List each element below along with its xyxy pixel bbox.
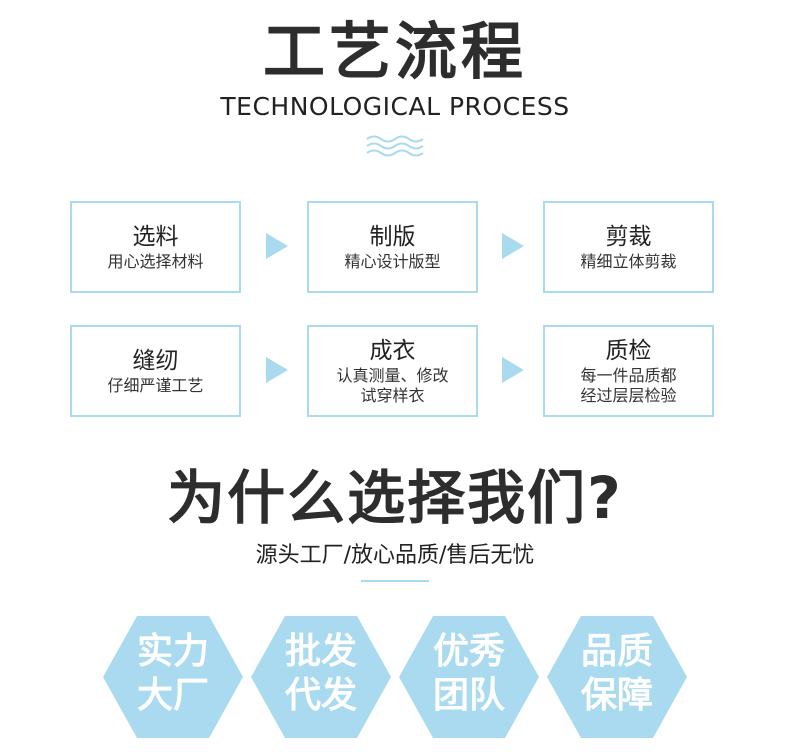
- arrow-right-icon: [266, 233, 288, 259]
- feature-line-2: 大厂: [136, 675, 209, 716]
- step-desc-line-2: 试穿样衣: [360, 386, 425, 405]
- hexagon-icon: [103, 616, 243, 738]
- process-step-garment: 成衣 认真测量、修改 试穿样衣: [307, 325, 478, 417]
- hexagon-icon: [251, 616, 391, 738]
- arrow-right-icon: [502, 357, 524, 383]
- process-step-select-material: 选料 用心选择材料: [70, 201, 241, 293]
- page-subtitle: TECHNOLOGICAL PROCESS: [220, 92, 570, 121]
- step-title: 缝纫: [132, 348, 179, 374]
- arrow-right-icon: [502, 233, 524, 259]
- arrow-right-icon: [266, 357, 288, 383]
- step-title: 成衣: [369, 338, 416, 364]
- feature-quality-guarantee: 品质保障: [545, 614, 689, 740]
- step-desc: 用心选择材料: [107, 252, 204, 271]
- divider: [361, 580, 429, 582]
- step-title: 制版: [369, 224, 416, 250]
- feature-line-1: 批发: [284, 631, 357, 672]
- step-desc: 精细立体剪裁: [580, 252, 677, 271]
- step-desc-line-1: 每一件品质都: [580, 366, 677, 385]
- why-heading: 为什么选择我们?: [167, 464, 623, 532]
- step-title: 质检: [605, 338, 652, 364]
- wave-icon: [366, 135, 424, 157]
- step-title: 选料: [132, 224, 179, 250]
- process-row-1: 选料 用心选择材料 制版 精心设计版型 剪裁 精细立体剪裁: [70, 201, 716, 295]
- why-subtitle: 源头工厂/放心品质/售后无忧: [255, 543, 535, 568]
- process-step-sewing: 缝纫 仔细严谨工艺: [70, 325, 241, 417]
- feature-line-2: 团队: [432, 675, 505, 716]
- process-row-2: 缝纫 仔细严谨工艺 成衣 认真测量、修改 试穿样衣 质检 每一件品质都 经过层层…: [70, 325, 716, 419]
- feature-strength-factory: 实力大厂: [101, 614, 245, 740]
- feature-wholesale-dropship: 批发代发: [249, 614, 393, 740]
- step-desc: 精心设计版型: [344, 252, 441, 271]
- feature-line-2: 保障: [580, 675, 653, 716]
- feature-line-1: 优秀: [432, 631, 505, 672]
- process-step-pattern: 制版 精心设计版型: [307, 201, 478, 293]
- process-step-cutting: 剪裁 精细立体剪裁: [543, 201, 714, 293]
- step-desc-line-2: 经过层层检验: [580, 386, 677, 405]
- feature-line-1: 实力: [136, 631, 209, 672]
- hexagon-icon: [399, 616, 539, 738]
- feature-line-2: 代发: [284, 675, 357, 716]
- feature-line-1: 品质: [580, 631, 653, 672]
- page-title: 工艺流程: [262, 15, 527, 88]
- step-desc: 仔细严谨工艺: [107, 376, 204, 395]
- process-step-quality-check: 质检 每一件品质都 经过层层检验: [543, 325, 714, 417]
- step-title: 剪裁: [605, 224, 652, 250]
- step-desc-line-1: 认真测量、修改: [336, 366, 449, 385]
- hexagon-icon: [547, 616, 687, 738]
- feature-excellent-team: 优秀团队: [397, 614, 541, 740]
